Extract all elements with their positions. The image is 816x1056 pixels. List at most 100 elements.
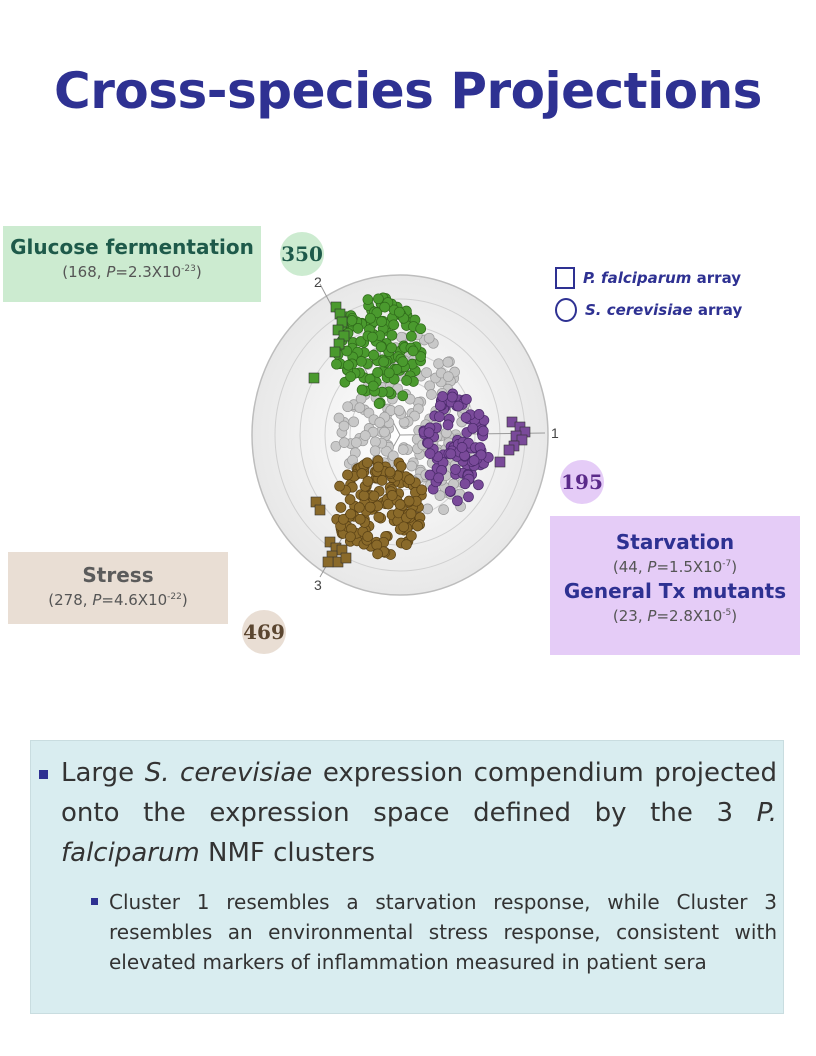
main-bullet: Large S. cerevisiae expression compendiu… bbox=[31, 753, 777, 873]
brown-point bbox=[354, 513, 366, 525]
green-square bbox=[329, 346, 341, 358]
green-point bbox=[356, 356, 367, 367]
ternary-projection-plot: 2 1 3 bbox=[251, 274, 559, 596]
axis-2-label: 2 bbox=[314, 274, 322, 290]
purple-point bbox=[422, 437, 434, 449]
brown-point bbox=[386, 490, 398, 501]
page-title: Cross-species Projections bbox=[54, 62, 762, 120]
purple-point bbox=[473, 409, 485, 420]
general-tx-stats: (23, P=2.8X10-5) bbox=[612, 607, 738, 625]
brown-point bbox=[356, 468, 368, 479]
axis-1-label: 1 bbox=[551, 425, 559, 441]
purple-point bbox=[461, 393, 472, 405]
purple-square bbox=[516, 434, 528, 446]
green-point bbox=[373, 293, 384, 305]
brown-point bbox=[364, 501, 376, 513]
green-point bbox=[367, 331, 378, 343]
brown-point bbox=[372, 461, 384, 473]
brown-point bbox=[416, 484, 428, 496]
purple-point bbox=[424, 448, 436, 459]
gray-point bbox=[333, 412, 345, 424]
brown-point bbox=[376, 475, 388, 486]
green-point bbox=[397, 390, 409, 402]
brown-point bbox=[403, 495, 415, 507]
brown-point bbox=[394, 499, 406, 510]
purple-point bbox=[452, 400, 464, 412]
purple-point bbox=[460, 412, 472, 423]
green-point bbox=[401, 375, 412, 386]
green-point bbox=[346, 315, 358, 326]
brown-square bbox=[314, 504, 326, 516]
gray-point bbox=[442, 371, 454, 382]
gray-point bbox=[433, 358, 444, 370]
axis-3-label: 3 bbox=[314, 577, 322, 593]
purple-point bbox=[442, 419, 454, 431]
gray-point bbox=[397, 444, 409, 455]
brown-point bbox=[371, 539, 383, 551]
stress-count-badge: 469 bbox=[242, 610, 286, 654]
brown-point bbox=[344, 494, 356, 505]
gray-point bbox=[434, 490, 446, 501]
purple-point bbox=[473, 479, 484, 491]
purple-point bbox=[463, 491, 474, 503]
purple-square bbox=[494, 456, 506, 468]
green-point bbox=[356, 384, 368, 396]
green-point bbox=[368, 349, 380, 361]
brown-point bbox=[412, 520, 423, 532]
brown-point bbox=[401, 539, 412, 550]
purple-point bbox=[450, 464, 461, 475]
green-point bbox=[362, 294, 374, 305]
brown-point bbox=[372, 548, 383, 560]
green-point bbox=[355, 336, 367, 347]
legend: P. falciparum array S. cerevisiae array bbox=[555, 262, 742, 326]
purple-square bbox=[503, 444, 515, 456]
brown-point bbox=[384, 466, 396, 478]
brown-point bbox=[342, 469, 353, 481]
purple-point bbox=[423, 427, 435, 439]
square-marker-icon bbox=[555, 267, 575, 289]
green-point bbox=[407, 345, 419, 357]
gray-point bbox=[359, 430, 371, 441]
green-point bbox=[415, 323, 427, 335]
gray-point bbox=[406, 460, 417, 472]
green-point bbox=[386, 329, 398, 341]
legend-square: P. falciparum array bbox=[555, 262, 742, 294]
green-point bbox=[373, 398, 385, 409]
green-point bbox=[406, 330, 417, 342]
starvation-label: Starvation (44, P=1.5X10-7) General Tx m… bbox=[550, 516, 800, 655]
green-point bbox=[415, 351, 427, 362]
gray-point bbox=[374, 417, 386, 428]
brown-point bbox=[335, 502, 347, 513]
purple-point bbox=[452, 495, 463, 507]
starvation-name: Starvation bbox=[615, 530, 735, 554]
brown-point bbox=[361, 457, 373, 469]
purple-point bbox=[445, 448, 457, 460]
gray-point bbox=[387, 450, 399, 462]
glucose-fermentation-label: Glucose fermentation (168, P=2.3X10-23) bbox=[3, 226, 261, 302]
brown-point bbox=[358, 490, 370, 502]
green-point bbox=[394, 306, 405, 318]
glucose-name: Glucose fermentation bbox=[10, 235, 254, 259]
green-point bbox=[386, 342, 397, 354]
green-point bbox=[372, 367, 383, 378]
starvation-stats: (44, P=1.5X10-7) bbox=[612, 558, 738, 576]
green-point bbox=[378, 356, 390, 368]
brown-square bbox=[322, 556, 334, 568]
gray-point bbox=[422, 503, 433, 515]
brown-point bbox=[405, 508, 417, 520]
gray-point bbox=[423, 332, 435, 344]
stress-stats: (278, P=4.6X10-22) bbox=[48, 591, 188, 609]
purple-point bbox=[467, 422, 479, 434]
gray-point bbox=[348, 416, 360, 428]
brown-point bbox=[362, 531, 374, 542]
gray-point bbox=[354, 402, 366, 414]
purple-point bbox=[446, 391, 458, 403]
gray-point bbox=[370, 436, 381, 448]
glucose-stats: (168, P=2.3X10-23) bbox=[62, 263, 202, 281]
purple-point bbox=[433, 472, 444, 484]
gray-point bbox=[379, 426, 390, 438]
green-point bbox=[367, 380, 379, 392]
gray-point bbox=[338, 437, 350, 448]
green-point bbox=[388, 319, 400, 331]
brown-square bbox=[340, 552, 352, 564]
